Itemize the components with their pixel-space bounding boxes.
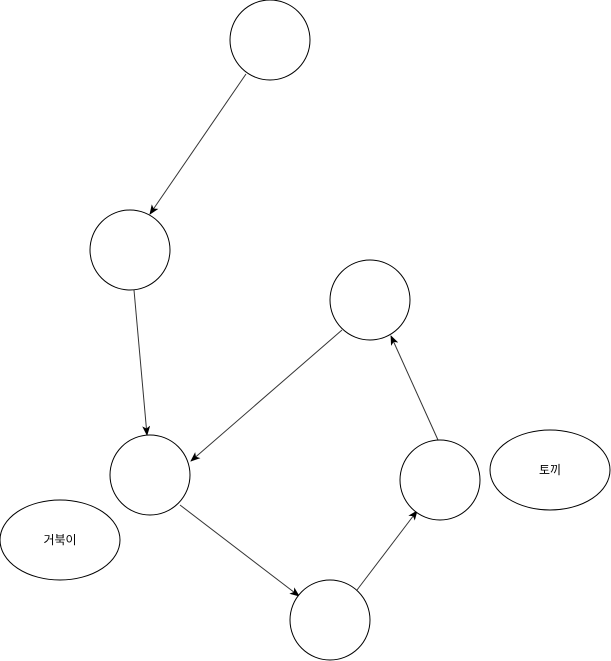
- rabbit-label: 토끼: [539, 463, 561, 477]
- edges: [133, 73, 439, 597]
- circle-node-5[interactable]: [289, 579, 371, 661]
- turtle-label: 거북이: [43, 533, 76, 547]
- edge-node3-to-node5[interactable]: [179, 504, 300, 597]
- circle-node-1[interactable]: [229, 0, 311, 81]
- edge-node1-to-node2[interactable]: [149, 73, 247, 215]
- edge-node2-to-node3[interactable]: [133, 289, 151, 436]
- ellipse-node-rabbit[interactable]: 토끼: [489, 429, 611, 511]
- edge-node6-to-node4[interactable]: [390, 335, 439, 441]
- ellipse-node-turtle[interactable]: 거북이: [0, 499, 121, 581]
- edge-node4-to-node3[interactable]: [190, 329, 343, 462]
- circle-node-3[interactable]: [109, 434, 191, 516]
- circle-node-2[interactable]: [89, 209, 171, 291]
- edge-node5-to-node6[interactable]: [356, 510, 418, 591]
- circle-node-6[interactable]: [399, 439, 481, 521]
- circle-node-4[interactable]: [329, 259, 411, 341]
